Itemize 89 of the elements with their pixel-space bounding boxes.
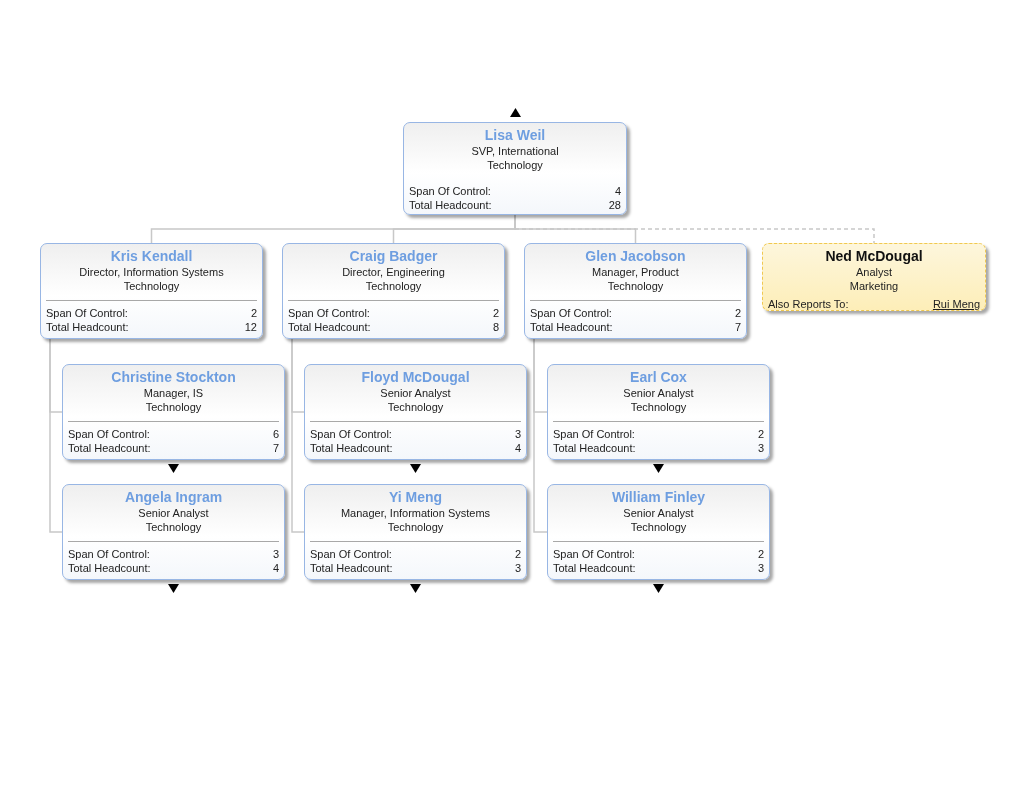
- employee-card: [40, 243, 263, 339]
- job-title: Senior Analyst: [623, 506, 694, 520]
- field-value: 2: [492, 306, 499, 320]
- department-name: Technology: [387, 400, 444, 414]
- job-title: Senior Analyst: [623, 386, 694, 400]
- employee-card: [62, 484, 285, 580]
- department-name: Technology: [387, 520, 444, 534]
- person-name: Angela Ingram: [124, 489, 223, 506]
- person-name: Lisa Weil: [484, 127, 546, 144]
- field-label: Span Of Control:: [68, 427, 150, 441]
- department-name: Technology: [487, 158, 543, 172]
- field-label: Span Of Control:: [310, 547, 392, 561]
- job-title: Analyst: [855, 265, 893, 279]
- field-label: Total Headcount:: [310, 561, 393, 575]
- field-value: 8: [492, 320, 499, 334]
- field-value: 3: [757, 441, 764, 455]
- field-label: Total Headcount:: [553, 441, 636, 455]
- field-value: 3: [757, 561, 764, 575]
- field-label: Span Of Control:: [46, 306, 128, 320]
- job-title: Manager, IS: [143, 386, 204, 400]
- field-value: 3: [514, 561, 521, 575]
- employee-card: [62, 364, 285, 460]
- field-label: Span Of Control:: [553, 427, 635, 441]
- department-name: Marketing: [849, 279, 899, 293]
- field-label: Span Of Control:: [553, 547, 635, 561]
- link-text: Rui Meng: [932, 297, 980, 311]
- field-value: 6: [272, 427, 279, 441]
- field-label: Span Of Control:: [409, 184, 491, 198]
- field-value: 4: [272, 561, 279, 575]
- department-name: Technology: [145, 400, 202, 414]
- person-name: Ned McDougal: [825, 248, 923, 265]
- employee-card: [304, 484, 527, 580]
- job-title: Manager, Information Systems: [340, 506, 491, 520]
- field-label: Span Of Control:: [310, 427, 392, 441]
- person-name: Kris Kendall: [110, 248, 193, 265]
- field-label: Also Reports To:: [768, 297, 849, 311]
- employee-card: [524, 243, 747, 339]
- person-name: Glen Jacobson: [585, 248, 686, 265]
- field-value: 2: [514, 547, 521, 561]
- field-value: 4: [514, 441, 521, 455]
- job-title: Senior Analyst: [380, 386, 451, 400]
- employee-card: [403, 122, 627, 215]
- field-value: 2: [734, 306, 741, 320]
- job-title: Manager, Product: [592, 265, 679, 279]
- field-label: Total Headcount:: [530, 320, 613, 334]
- field-label: Total Headcount:: [288, 320, 371, 334]
- field-label: Total Headcount:: [310, 441, 393, 455]
- field-value: 4: [614, 184, 621, 198]
- department-name: Technology: [630, 400, 687, 414]
- employee-card: [282, 243, 505, 339]
- person-name: William Finley: [611, 489, 706, 506]
- job-title: Director, Engineering: [342, 265, 445, 279]
- field-label: Total Headcount:: [553, 561, 636, 575]
- job-title: Senior Analyst: [138, 506, 209, 520]
- field-value: 12: [244, 320, 257, 334]
- employee-card: [547, 364, 770, 460]
- field-value: 28: [608, 198, 621, 212]
- person-name: Earl Cox: [630, 369, 687, 386]
- job-title: SVP, International: [471, 144, 559, 158]
- connector: [291, 338, 305, 533]
- department-name: Technology: [145, 520, 202, 534]
- field-label: Total Headcount:: [46, 320, 129, 334]
- note-card: [762, 243, 986, 311]
- field-label: Total Headcount:: [68, 441, 151, 455]
- field-label: Total Headcount:: [68, 561, 151, 575]
- connector: [49, 338, 63, 533]
- field-value: 7: [734, 320, 741, 334]
- employee-card: [547, 484, 770, 580]
- person-name: Christine Stockton: [111, 369, 236, 386]
- job-title: Director, Information Systems: [79, 265, 224, 279]
- department-name: Technology: [607, 279, 664, 293]
- person-name: Yi Meng: [388, 489, 443, 506]
- department-name: Technology: [365, 279, 422, 293]
- employee-card: [304, 364, 527, 460]
- field-label: Total Headcount:: [409, 198, 492, 212]
- field-label: Span Of Control:: [288, 306, 370, 320]
- field-value: 7: [272, 441, 279, 455]
- person-name: Craig Badger: [349, 248, 438, 265]
- field-value: 2: [250, 306, 257, 320]
- field-value: 3: [514, 427, 521, 441]
- field-value: 2: [757, 547, 764, 561]
- field-label: Span Of Control:: [68, 547, 150, 561]
- person-name: Floyd McDougal: [361, 369, 470, 386]
- field-label: Span Of Control:: [530, 306, 612, 320]
- department-name: Technology: [123, 279, 180, 293]
- field-value: 3: [272, 547, 279, 561]
- department-name: Technology: [630, 520, 687, 534]
- field-value: 2: [757, 427, 764, 441]
- connector: [533, 338, 548, 533]
